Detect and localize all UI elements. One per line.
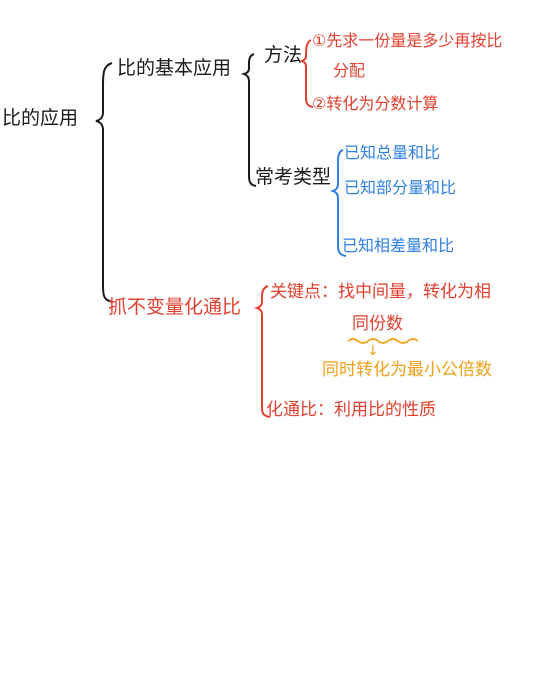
orange-note-node: 同时转化为最小公倍数: [322, 360, 492, 380]
branch-invariant-node: 抓不变量化通比: [108, 296, 242, 318]
key-point-continuation: 同份数: [352, 314, 403, 334]
basic-line: [248, 81, 257, 187]
method-node: 方法: [264, 44, 303, 66]
branch-basic-node: 比的基本应用: [117, 57, 232, 79]
down-arrow-icon: ↓: [367, 343, 379, 359]
invariant-brace: [253, 285, 271, 418]
types-node: 常考类型: [255, 166, 332, 188]
types-brace: [329, 149, 347, 257]
basic-brace: [240, 53, 255, 82]
method-brace: [299, 39, 314, 108]
hua-tong-bi-node: 化通比：利用比的性质: [266, 400, 436, 420]
method-step1-line2: 分配: [333, 61, 366, 80]
root-brace: [95, 62, 113, 303]
root-node: 比的应用: [2, 107, 79, 129]
orange-squiggle: [347, 338, 419, 344]
key-point-node: 关键点：找中间量，转化为相: [270, 282, 491, 302]
type3-node: 已知相差量和比: [342, 236, 455, 255]
type2-node: 已知部分量和比: [344, 178, 457, 197]
method-step1-line1: ①先求一份量是多少再按比: [312, 31, 503, 50]
type1-node: 已知总量和比: [344, 143, 441, 162]
method-step2: ②转化为分数计算: [312, 94, 439, 113]
